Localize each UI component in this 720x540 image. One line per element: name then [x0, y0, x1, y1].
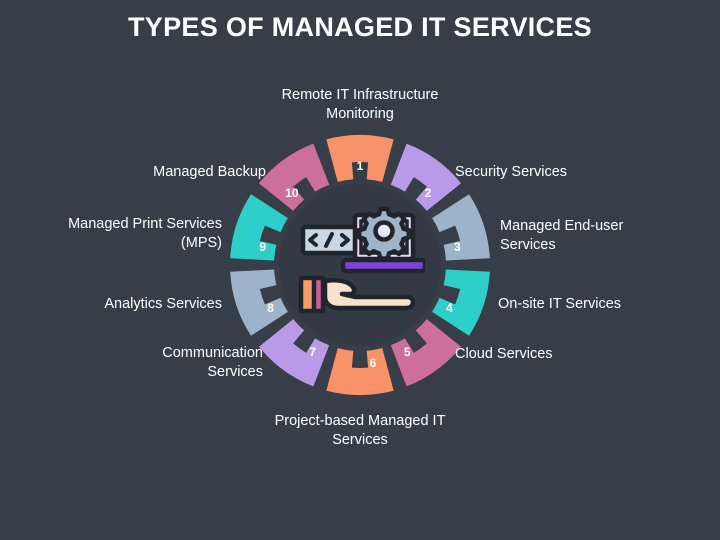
- wheel-segment-7[interactable]: [258, 319, 330, 387]
- segment-label-8: Analytics Services: [104, 296, 222, 312]
- wheel-segment-1[interactable]: [326, 135, 394, 182]
- segment-label-9: Managed Print Services (MPS): [68, 216, 222, 252]
- managed-it-services-icon: [295, 205, 428, 325]
- wheel-segment-8[interactable]: [230, 269, 288, 336]
- wheel-segment-5[interactable]: [390, 319, 462, 387]
- wheel-segments: [230, 135, 490, 395]
- wheel-segment-4[interactable]: [432, 269, 490, 336]
- wheel-segment-6[interactable]: [326, 348, 394, 395]
- segment-label-4: On-site IT Services: [498, 296, 622, 312]
- segment-label-7: Communication Services: [162, 345, 263, 381]
- segment-label-5: Cloud Services: [455, 346, 553, 362]
- wheel-segment-2[interactable]: [390, 143, 462, 211]
- page-title: TYPES OF MANAGED IT SERVICES: [128, 12, 592, 42]
- wheel-segment-9[interactable]: [230, 194, 288, 261]
- wheel-segment-3[interactable]: [432, 194, 490, 261]
- segment-label-6: Project-based Managed IT Services: [274, 413, 446, 449]
- segment-label-2: Security Services: [455, 164, 568, 180]
- segment-label-10: Managed Backup: [153, 164, 266, 180]
- segment-label-1: Remote IT Infrastructure Monitoring: [281, 87, 439, 123]
- segment-label-3: Managed End-user Services: [500, 218, 624, 254]
- wheel-segment-10[interactable]: [258, 143, 330, 211]
